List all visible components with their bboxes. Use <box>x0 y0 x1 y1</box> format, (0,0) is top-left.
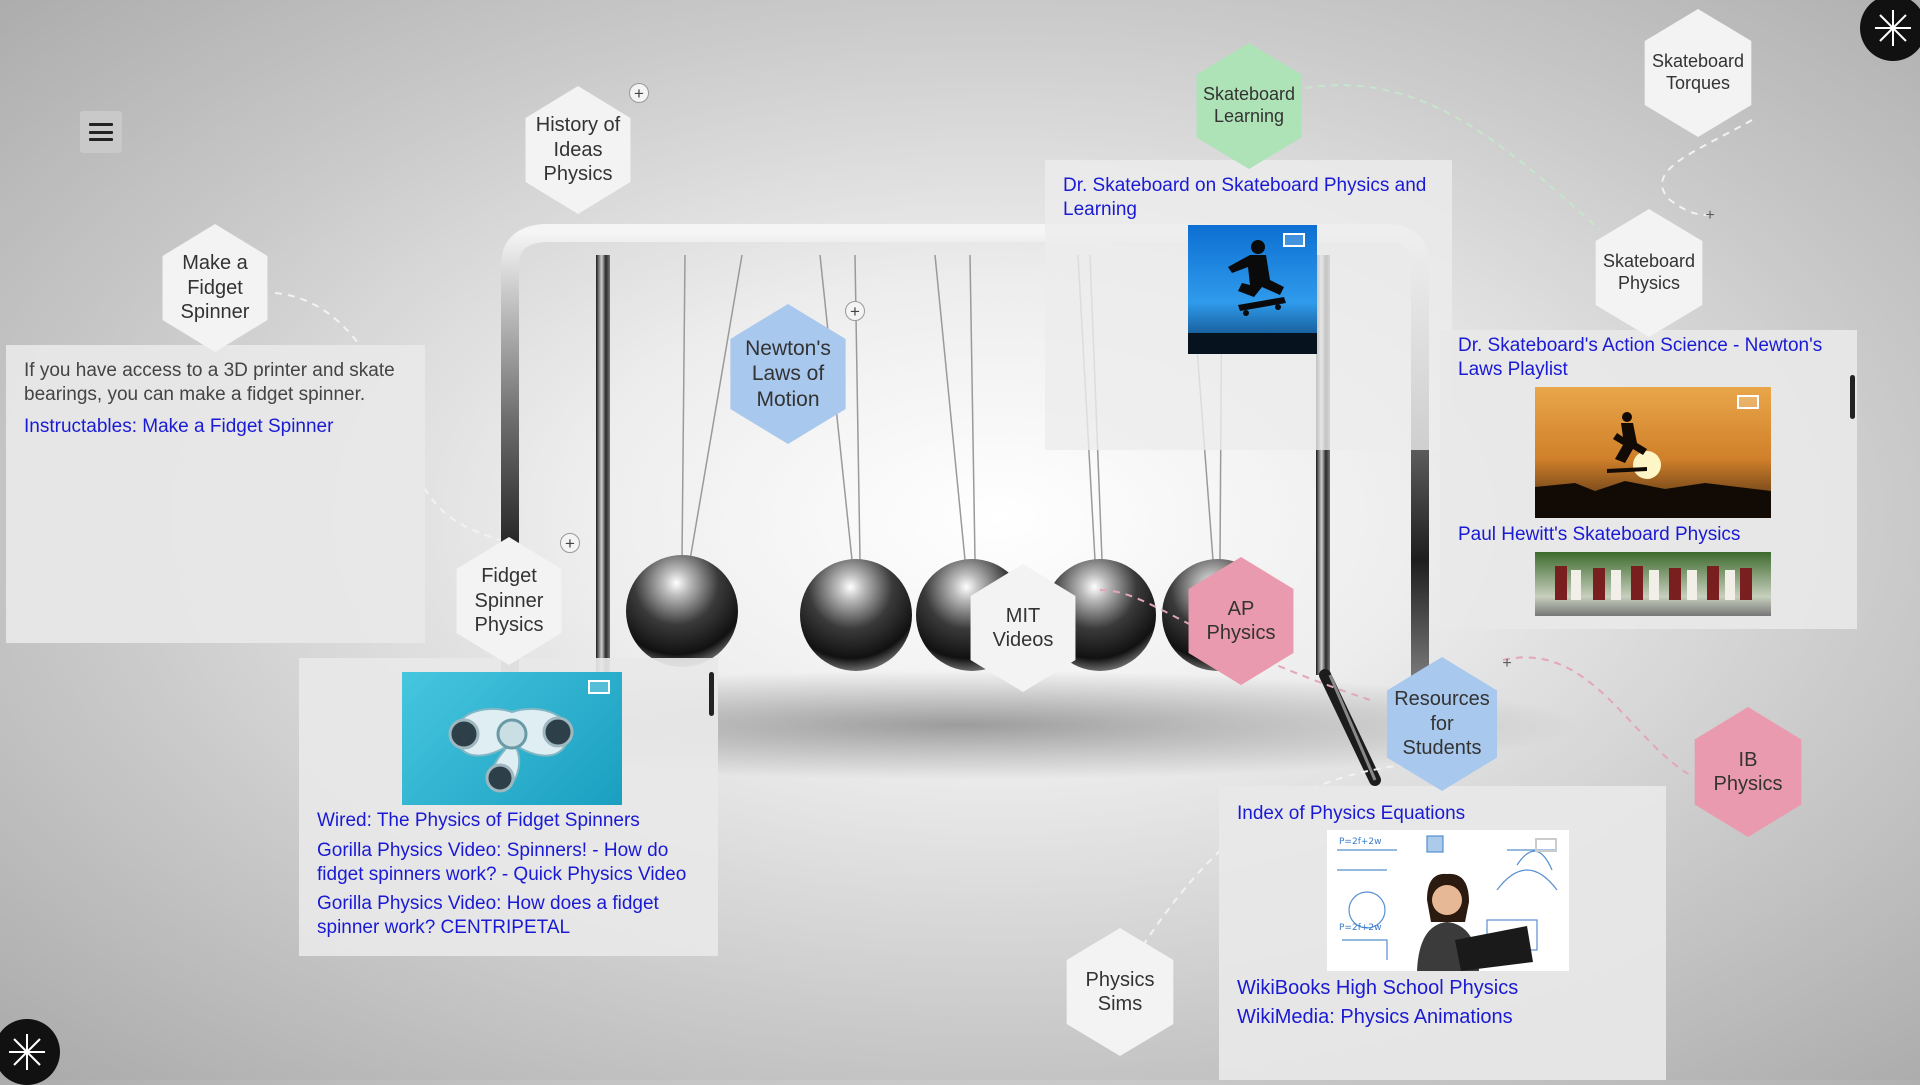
fidget-spinner-image[interactable] <box>402 672 622 805</box>
expand-icon[interactable] <box>1535 838 1557 852</box>
link-wired-fidget[interactable]: Wired: The Physics of Fidget Spinners <box>317 809 697 833</box>
link-gorilla-spinners[interactable]: Gorilla Physics Video: Spinners! - How d… <box>317 839 697 887</box>
panel-make-fidget-spinner: If you have access to a 3D printer and s… <box>6 345 425 643</box>
asterisk-logo-icon <box>1873 8 1913 48</box>
expand-icon[interactable] <box>1737 395 1759 409</box>
panel-scrollbar[interactable] <box>709 672 714 716</box>
panel-description: If you have access to a 3D printer and s… <box>24 359 407 407</box>
skateboard-group-image[interactable] <box>1535 552 1771 616</box>
physics-formulas-illustration: P=2f+2w P=2f+2w <box>1327 830 1569 971</box>
skateboarder-jump-image[interactable] <box>1188 225 1317 354</box>
link-wikimedia-animations[interactable]: WikiMedia: Physics Animations <box>1237 1005 1518 1030</box>
expand-plus-icon[interactable]: + <box>845 301 865 321</box>
svg-text:P=2f+2w: P=2f+2w <box>1339 923 1382 933</box>
asterisk-logo-icon <box>7 1032 47 1072</box>
hamburger-menu-button[interactable] <box>80 111 122 153</box>
skateboard-sunset-silhouette <box>1535 387 1771 518</box>
link-index-physics-equations[interactable]: Index of Physics Equations <box>1237 802 1648 826</box>
panel-skateboard-physics: Dr. Skateboard's Action Science - Newton… <box>1440 330 1857 629</box>
link-paul-hewitt[interactable]: Paul Hewitt's Skateboard Physics <box>1458 523 1740 547</box>
expand-icon[interactable] <box>1283 233 1305 247</box>
expand-icon[interactable] <box>588 680 610 694</box>
link-gorilla-centripetal[interactable]: Gorilla Physics Video: How does a fidget… <box>317 892 697 940</box>
link-instructables-fidget[interactable]: Instructables: Make a Fidget Spinner <box>24 415 407 439</box>
link-dr-skateboard-playlist[interactable]: Dr. Skateboard's Action Science - Newton… <box>1458 334 1839 382</box>
panel-scrollbar[interactable] <box>1850 375 1855 419</box>
panel-fidget-spinner-physics: Wired: The Physics of Fidget Spinners Go… <box>299 658 718 956</box>
svg-text:P=2f+2w: P=2f+2w <box>1339 837 1382 847</box>
link-dr-skateboard-learning[interactable]: Dr. Skateboard on Skateboard Physics and… <box>1063 174 1434 222</box>
skateboard-sunset-image[interactable] <box>1535 387 1771 518</box>
panel-resources-for-students: Index of Physics Equations P=2f+2w P=2f+… <box>1219 786 1666 1080</box>
group-photo-figures <box>1535 552 1771 616</box>
expand-plus-icon[interactable]: + <box>1497 654 1517 674</box>
expand-plus-icon[interactable]: + <box>629 83 649 103</box>
expand-plus-icon[interactable]: + <box>560 533 580 553</box>
panel-skateboard-learning: Dr. Skateboard on Skateboard Physics and… <box>1045 160 1452 450</box>
hamburger-menu-icon <box>89 123 113 141</box>
expand-plus-icon[interactable]: + <box>1700 206 1720 226</box>
link-wikibooks-physics[interactable]: WikiBooks High School Physics <box>1237 976 1518 1001</box>
physics-student-image[interactable]: P=2f+2w P=2f+2w <box>1327 830 1569 971</box>
